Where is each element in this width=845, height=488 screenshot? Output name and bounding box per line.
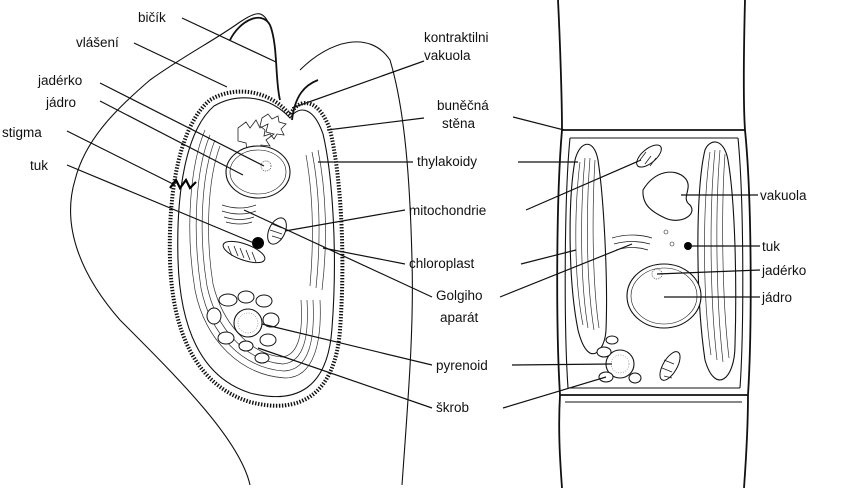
label-bunecna-2: stěna xyxy=(442,116,476,131)
label-vlaseni: vlášení xyxy=(76,35,119,50)
labels: bičík vlášení jadérko jádro stigma tuk k… xyxy=(2,10,807,415)
label-kontraktilni-2: vakuola xyxy=(424,48,471,63)
label-pyrenoid: pyrenoid xyxy=(436,358,488,373)
label-mitochondrie: mitochondrie xyxy=(409,203,486,218)
flagellum xyxy=(230,18,280,100)
label-tuk-right: tuk xyxy=(762,239,780,254)
label-jadro-left: jádro xyxy=(45,95,76,110)
label-golgi-1: Golgiho xyxy=(436,288,483,303)
label-jaderko-left: jadérko xyxy=(37,73,82,88)
left-nucleus xyxy=(226,146,290,198)
label-chloroplast: chloroplast xyxy=(409,256,475,271)
label-jaderko-right: jadérko xyxy=(761,263,806,278)
label-stigma: stigma xyxy=(2,125,42,140)
left-cell xyxy=(71,14,413,485)
label-skrob: škrob xyxy=(436,400,469,415)
label-vakuola-right: vakuola xyxy=(760,188,807,203)
label-golgi-2: aparát xyxy=(440,310,479,325)
label-thylakoidy: thylakoidy xyxy=(417,154,477,169)
label-bicik: bičík xyxy=(138,10,166,25)
right-vacuole xyxy=(643,172,692,220)
label-kontraktilni-1: kontraktilni xyxy=(424,30,489,45)
label-tuk-left: tuk xyxy=(30,158,48,173)
label-jadro-right: jádro xyxy=(761,290,792,305)
right-cell xyxy=(557,0,750,488)
label-bunecna-1: buněčná xyxy=(437,98,489,113)
